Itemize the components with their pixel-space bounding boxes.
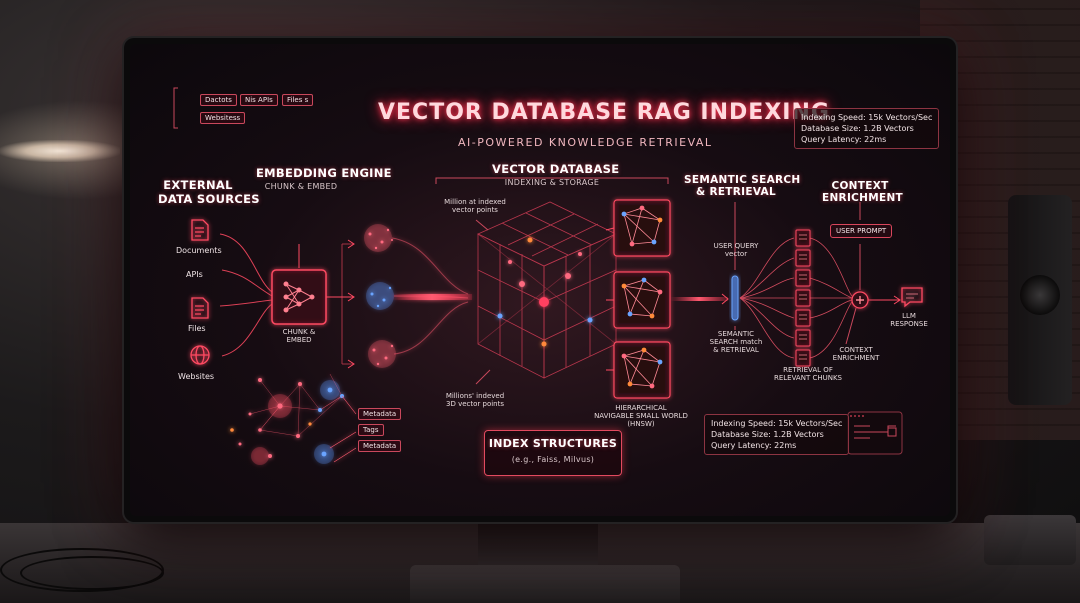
source-tag: Websitess: [200, 112, 246, 124]
vector-cube: [477, 201, 617, 379]
source-tag: Nis APIs: [240, 94, 278, 106]
source-files: Files: [188, 324, 206, 333]
metadata-tag: Metadata: [358, 408, 402, 420]
embedding-subheading: CHUNK & EMBED: [264, 182, 338, 191]
index-structures-box: INDEX STRUCTURES (e.g., Faiss, Milvus): [484, 430, 622, 476]
mini-panel: [847, 411, 903, 455]
chunk-merge: [809, 237, 853, 359]
stat-indexing-speed: Indexing Speed: 15k Vectors/Sec: [711, 419, 843, 428]
source-documents: Documents: [176, 246, 222, 255]
source-websites: Websites: [178, 372, 215, 381]
stats-panel-bottom: Indexing Speed: 15k Vectors/Sec Database…: [704, 414, 850, 455]
source-tag: Files s: [282, 94, 314, 106]
rag-diagram: [173, 87, 923, 465]
index-structures-heading: INDEX STRUCTURES: [488, 437, 618, 450]
user-prompt-pill: USER PROMPT: [830, 224, 893, 238]
particle-streams: [364, 224, 472, 368]
hnsw-nodes: [621, 205, 663, 389]
index-structures-subheading: (e.g., Faiss, Milvus): [511, 455, 595, 464]
metadata-cluster: [230, 373, 357, 465]
chunk-documents: [795, 229, 811, 367]
vector-db-bracket: [435, 177, 669, 184]
tags-tag: Tags: [358, 424, 384, 436]
desk-gadget: [984, 515, 1076, 565]
monitor: Dactots Nis APIs Files s Websitess VECTO…: [124, 38, 956, 522]
vector-db-heading: VECTOR DATABASE: [492, 162, 620, 176]
page-subtitle: AI-POWERED KNOWLEDGE RETRIEVAL: [458, 136, 713, 149]
chat-bubble-icon: [901, 287, 923, 308]
search-heading: SEMANTIC SEARCH& RETRIEVAL: [684, 174, 801, 198]
stat-indexing-speed: Indexing Speed: 15k Vectors/Sec: [801, 113, 933, 122]
stats-panel-top: Indexing Speed: 15k Vectors/Sec Database…: [794, 108, 940, 149]
screen: Dactots Nis APIs Files s Websitess VECTO…: [130, 44, 950, 516]
file-icon: [191, 297, 209, 319]
retrieval-beam: [670, 297, 728, 301]
ceiling-lamp: [0, 140, 120, 162]
source-arrows: [219, 233, 273, 357]
vector-points: [497, 237, 593, 347]
monitor-stand-base: [410, 565, 680, 603]
speaker: [1008, 195, 1072, 405]
stat-query-latency: Query Latency: 22ms: [801, 135, 887, 144]
metadata-tag: Metadata: [358, 440, 402, 452]
stat-query-latency: Query Latency: 22ms: [711, 441, 797, 450]
embed-node-label: CHUNK &EMBED: [282, 328, 316, 344]
cable: [20, 556, 164, 590]
document-icon: [191, 219, 209, 241]
neural-network-icon: [283, 281, 315, 313]
chunk-lines: [799, 234, 807, 360]
source-apis: APIs: [186, 270, 203, 279]
page-title: VECTOR DATABASE RAG INDEXING: [378, 100, 830, 125]
globe-icon: [190, 345, 210, 365]
monitor-stand-neck: [478, 512, 598, 572]
source-tag: Dactots: [200, 94, 237, 106]
stat-database-size: Database Size: 1.2B Vectors: [711, 430, 824, 439]
hnsw-graphs: [613, 199, 671, 399]
vector-db-subheading: INDEXING & STORAGE: [504, 178, 600, 187]
embedding-node: [271, 269, 327, 325]
tag-bracket: [173, 87, 178, 129]
embedding-heading: EMBEDDING ENGINE: [256, 166, 392, 180]
query-vector-bar: [731, 275, 739, 321]
stat-database-size: Database Size: 1.2B Vectors: [801, 124, 914, 133]
chunk-fan: [739, 237, 795, 359]
